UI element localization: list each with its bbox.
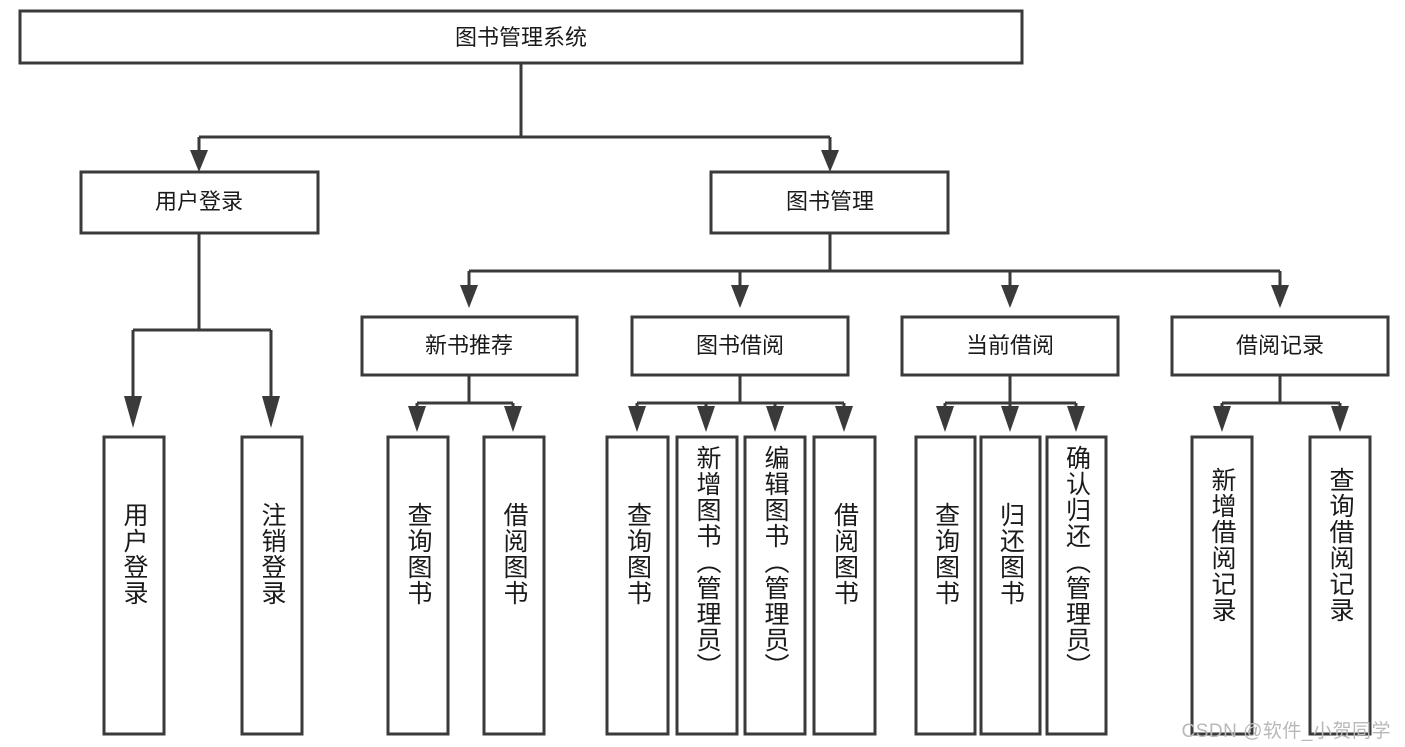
- node-borrow-label: 图书借阅: [696, 333, 784, 358]
- node-leaf-3-box[interactable]: [386, 435, 450, 736]
- connector-login-to-leaves: [124, 233, 280, 428]
- node-root-box[interactable]: [18, 9, 1024, 65]
- connector-records-to-leaves: [1213, 375, 1349, 432]
- node-current[interactable]: 当前借阅: [900, 315, 1120, 377]
- node-leaf-9-box[interactable]: [914, 435, 977, 736]
- node-newbook-box[interactable]: [360, 315, 579, 377]
- node-leaf-1-box[interactable]: [102, 435, 166, 736]
- leaf-boxes: [102, 435, 1372, 736]
- node-leaf-8-box[interactable]: [812, 435, 877, 736]
- node-leaf-13-box[interactable]: [1308, 435, 1372, 736]
- node-bookmgmt[interactable]: 图书管理: [709, 170, 950, 235]
- node-root-label: 图书管理系统: [455, 25, 587, 50]
- node-current-label: 当前借阅: [966, 333, 1054, 358]
- node-login-label: 用户登录: [155, 189, 243, 214]
- node-borrow-box[interactable]: [630, 315, 850, 377]
- node-leaf-10-box[interactable]: [979, 435, 1042, 736]
- node-leaf-5-box[interactable]: [605, 435, 670, 736]
- node-bookmgmt-box[interactable]: [709, 170, 950, 235]
- node-leaf-2-box[interactable]: [240, 435, 304, 736]
- node-leaf-11-box[interactable]: [1045, 435, 1108, 736]
- node-newbook-label: 新书推荐: [425, 333, 513, 358]
- node-records-label: 借阅记录: [1236, 333, 1324, 358]
- watermark: CSDN @软件_小贺同学: [1181, 721, 1391, 742]
- node-leaf-7-box[interactable]: [743, 435, 807, 736]
- connector-current-to-leaves: [936, 375, 1085, 432]
- node-records[interactable]: 借阅记录: [1170, 315, 1390, 377]
- node-current-box[interactable]: [900, 315, 1120, 377]
- node-leaf-4-box[interactable]: [482, 435, 546, 736]
- node-login[interactable]: 用户登录: [79, 170, 320, 235]
- node-newbook[interactable]: 新书推荐: [360, 315, 579, 377]
- connector-newbook-to-leaves: [408, 375, 522, 432]
- connector-root-to-level2: [190, 63, 839, 172]
- connector-borrow-to-leaves: [628, 375, 853, 432]
- node-root[interactable]: 图书管理系统: [18, 9, 1024, 65]
- node-borrow[interactable]: 图书借阅: [630, 315, 850, 377]
- connector-bookmgmt-to-level3: [460, 233, 1289, 308]
- node-records-box[interactable]: [1170, 315, 1390, 377]
- node-leaf-6-box[interactable]: [675, 435, 739, 736]
- node-bookmgmt-label: 图书管理: [786, 189, 874, 214]
- node-leaf-12-box[interactable]: [1190, 435, 1254, 736]
- node-login-box[interactable]: [79, 170, 320, 235]
